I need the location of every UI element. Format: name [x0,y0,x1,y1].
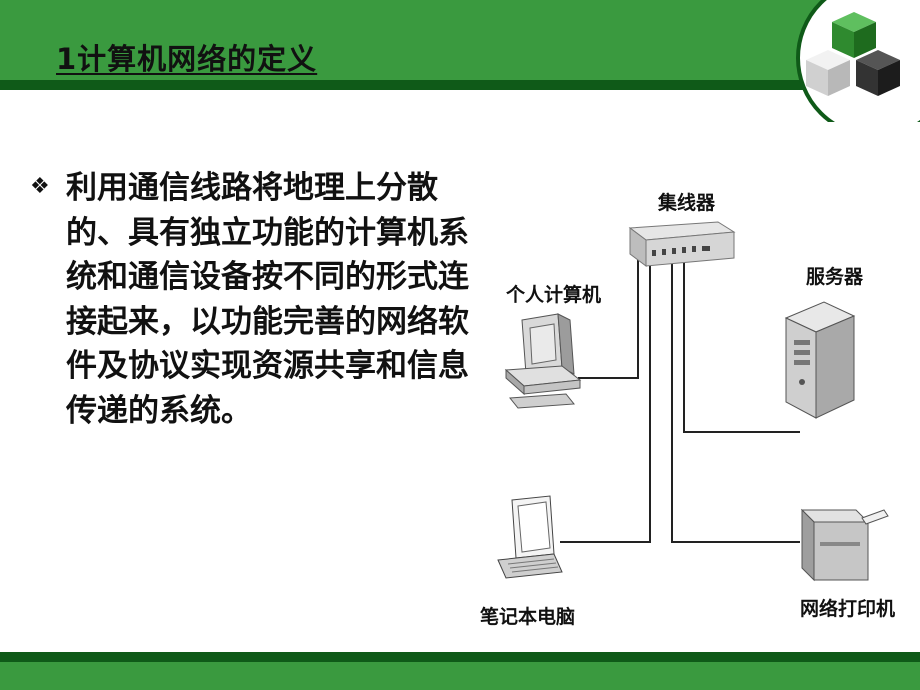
pc-icon [504,313,582,409]
cube-logo-graphic [796,0,920,138]
bullet-text: 利用通信线路将地理上分散的、具有独立功能的计算机系统和通信设备按不同的形式连接起… [66,170,469,429]
footer-divider [0,652,920,662]
hub-label: 集线器 [658,192,716,214]
network-diagram-graphic [497,221,889,582]
footer-band [0,662,920,690]
laptop-icon [497,495,563,579]
pc-label: 个人计算机 [506,284,602,306]
printer-icon [800,508,889,582]
server-label: 服务器 [806,266,864,288]
header-band [0,0,920,80]
server-icon [784,301,856,419]
cube-logo [784,0,920,138]
printer-label: 网络打印机 [800,598,896,620]
hub-icon [628,221,736,267]
laptop-label: 笔记本电脑 [480,606,576,628]
network-diagram: 集线器 个人计算机 服务器 笔记本电脑 网络打印机 [470,170,920,640]
slide-title: 1计算机网络的定义 [56,42,318,76]
bullet-icon: ❖ [30,174,50,199]
header-divider [0,80,920,90]
